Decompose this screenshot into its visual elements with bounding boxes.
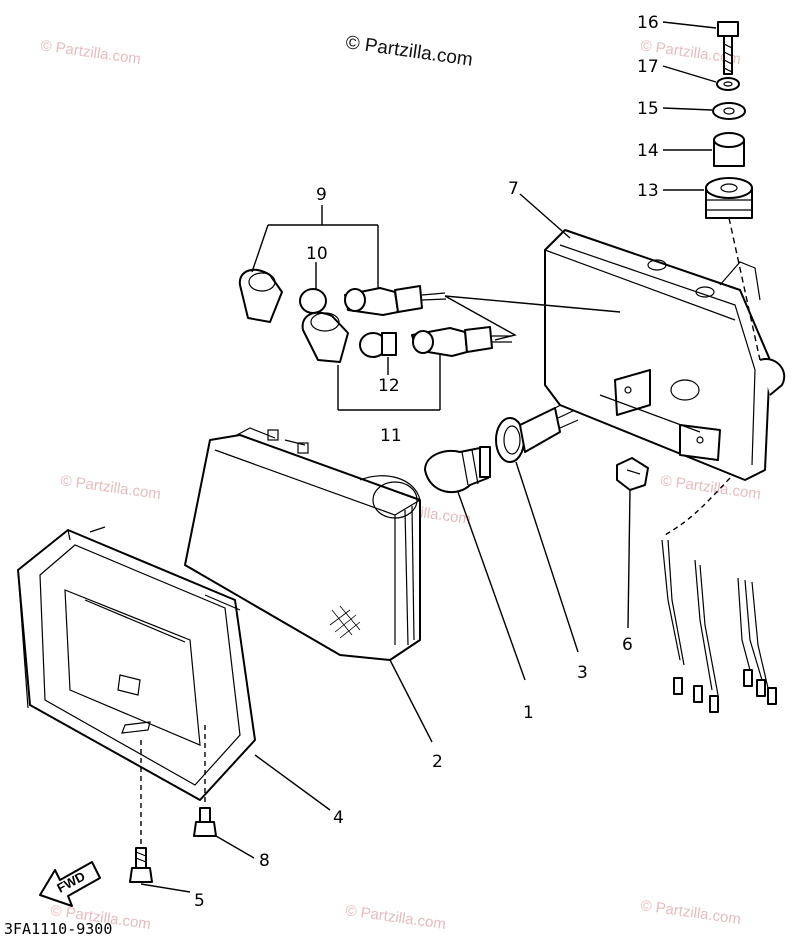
callout-labels: 1 2 3 4 5 6 7 8 9 10 11 12 13 14 15 16 1… bbox=[194, 13, 659, 911]
callout-11: 11 bbox=[380, 426, 402, 446]
socket-cap-9-part[interactable] bbox=[238, 268, 283, 323]
watermark-text: © Partzilla.com bbox=[344, 902, 446, 933]
callout-10: 10 bbox=[306, 244, 328, 264]
collar-part[interactable] bbox=[713, 132, 745, 167]
callout-8: 8 bbox=[259, 851, 270, 871]
callout-1: 1 bbox=[523, 703, 534, 723]
socket-cap-11-part[interactable] bbox=[301, 311, 349, 363]
bulb-socket-part[interactable] bbox=[495, 399, 579, 463]
diagram-code: 3FA1110-9300 bbox=[4, 920, 112, 938]
watermark-text: © Partzilla.com bbox=[39, 37, 141, 68]
fwd-arrow: FWD bbox=[39, 861, 101, 907]
headlight-rim-part[interactable] bbox=[17, 526, 256, 801]
callout-17: 17 bbox=[637, 57, 659, 77]
watermark-main: © Partzilla.com bbox=[344, 32, 474, 71]
callout-6: 6 bbox=[622, 635, 633, 655]
leader-lines bbox=[140, 21, 761, 893]
callout-9: 9 bbox=[316, 185, 327, 205]
headlight-housing-part[interactable] bbox=[544, 229, 786, 481]
callout-15: 15 bbox=[637, 99, 659, 119]
plain-washer-part[interactable] bbox=[712, 102, 746, 120]
socket-9-part[interactable] bbox=[344, 285, 447, 316]
bulb-12-part[interactable] bbox=[359, 332, 397, 358]
lock-washer-part[interactable] bbox=[716, 77, 740, 91]
watermark-text: © Partzilla.com bbox=[639, 897, 741, 928]
headlight-bulb-part[interactable] bbox=[424, 446, 491, 493]
grommet-part[interactable] bbox=[705, 177, 753, 219]
callout-3: 3 bbox=[577, 663, 588, 683]
wiring-harness bbox=[661, 539, 777, 713]
callout-4: 4 bbox=[333, 808, 344, 828]
callout-13: 13 bbox=[637, 181, 659, 201]
callout-12: 12 bbox=[378, 376, 400, 396]
socket-11-part[interactable] bbox=[411, 326, 512, 357]
screw-8-part[interactable] bbox=[193, 807, 217, 837]
bolt-part[interactable] bbox=[717, 21, 739, 75]
callout-14: 14 bbox=[637, 141, 659, 161]
screw-5-part[interactable] bbox=[129, 847, 153, 883]
callout-7: 7 bbox=[508, 179, 519, 199]
watermark-text: © Partzilla.com bbox=[59, 472, 161, 503]
lens-hatch-mark bbox=[329, 605, 361, 639]
callout-2: 2 bbox=[432, 752, 443, 772]
callout-5: 5 bbox=[194, 891, 205, 911]
headlight-lens-part[interactable] bbox=[184, 427, 421, 661]
bulb-10-part[interactable] bbox=[299, 288, 327, 314]
nut-part[interactable] bbox=[616, 457, 649, 491]
callout-16: 16 bbox=[637, 13, 659, 33]
